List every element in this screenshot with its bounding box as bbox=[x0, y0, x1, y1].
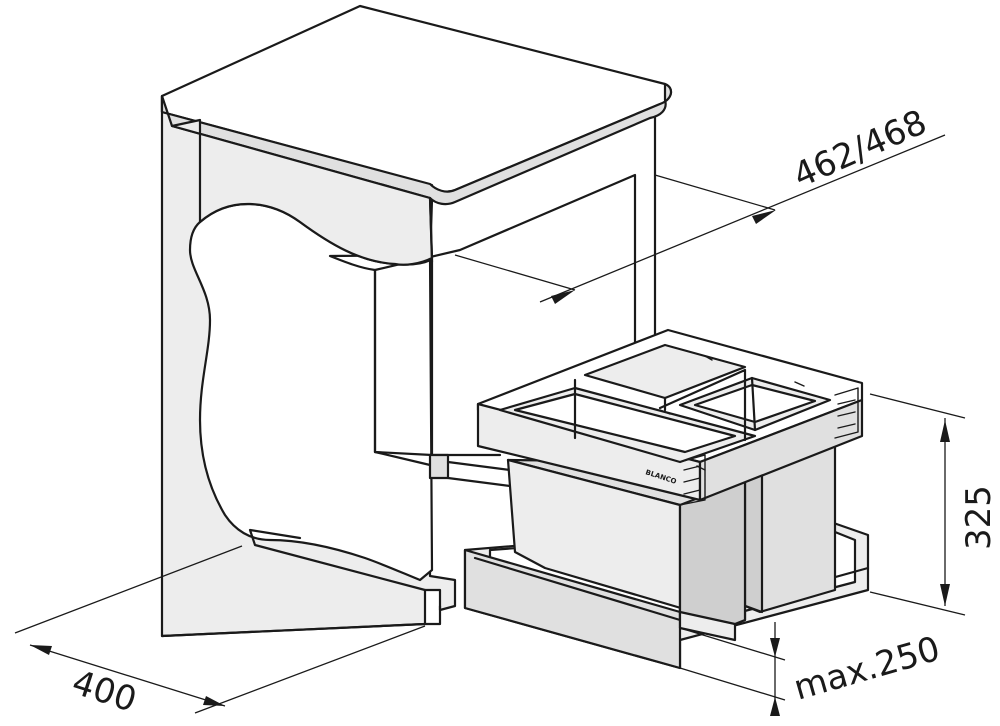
dimension-depth-label: 400 bbox=[67, 663, 141, 721]
dimension-height-ext-top bbox=[869, 393, 966, 419]
dimension-offset-ext-bottom bbox=[679, 667, 786, 701]
dimension-height-arrow-top bbox=[940, 420, 950, 442]
dimension-height-label: 325 bbox=[959, 485, 999, 550]
dimension-depth-arrow-right bbox=[203, 696, 225, 706]
bin-divider bbox=[573, 368, 757, 442]
dimension-height-ext-bottom bbox=[869, 591, 966, 616]
cabinet-bottom-edge bbox=[160, 604, 442, 638]
dimension-offset-arrow-top bbox=[770, 638, 780, 657]
dimension-width-ext-bottom bbox=[454, 254, 576, 291]
front-bin-side bbox=[678, 478, 747, 626]
cabinet-front-fascia bbox=[170, 118, 434, 266]
dimension-depth-arrow-left bbox=[30, 645, 52, 655]
dimension-width-ext-top bbox=[654, 174, 776, 211]
dimension-width-arrow-top bbox=[752, 210, 776, 224]
bin-frame-clip-left bbox=[679, 454, 706, 506]
waste-bin-unit: BLANCO bbox=[463, 328, 870, 670]
countertop-edge bbox=[160, 82, 673, 206]
cabinet bbox=[160, 4, 673, 638]
dimension-offset-label: max.250 bbox=[789, 629, 944, 709]
dimension-height: 325 bbox=[869, 393, 999, 616]
bin-opening-right-back bbox=[583, 343, 747, 400]
dimension-depth-ext-left bbox=[14, 545, 243, 634]
dimension-width-line bbox=[539, 134, 946, 303]
bin-frame-clip-right bbox=[834, 387, 859, 439]
drawer-rail bbox=[446, 460, 512, 488]
dimension-depth-ext-right bbox=[194, 625, 426, 714]
dimension-width-arrow-bottom bbox=[551, 290, 575, 304]
bin-frame-side bbox=[698, 398, 864, 502]
bin-opening-right-front-inner bbox=[693, 383, 817, 424]
dimension-height-arrow-bottom bbox=[940, 584, 950, 606]
drawer-rail-block bbox=[428, 453, 450, 480]
dimension-depth-line bbox=[29, 644, 226, 707]
bin-opening-left-inner bbox=[513, 392, 737, 454]
cabinet-plinth bbox=[248, 528, 427, 592]
bin-lid-hinges bbox=[659, 355, 805, 471]
dimension-offset-arrow-bottom bbox=[770, 697, 780, 716]
dimension-offset-ext-top bbox=[679, 627, 786, 661]
cabinet-front-edge bbox=[428, 196, 434, 264]
